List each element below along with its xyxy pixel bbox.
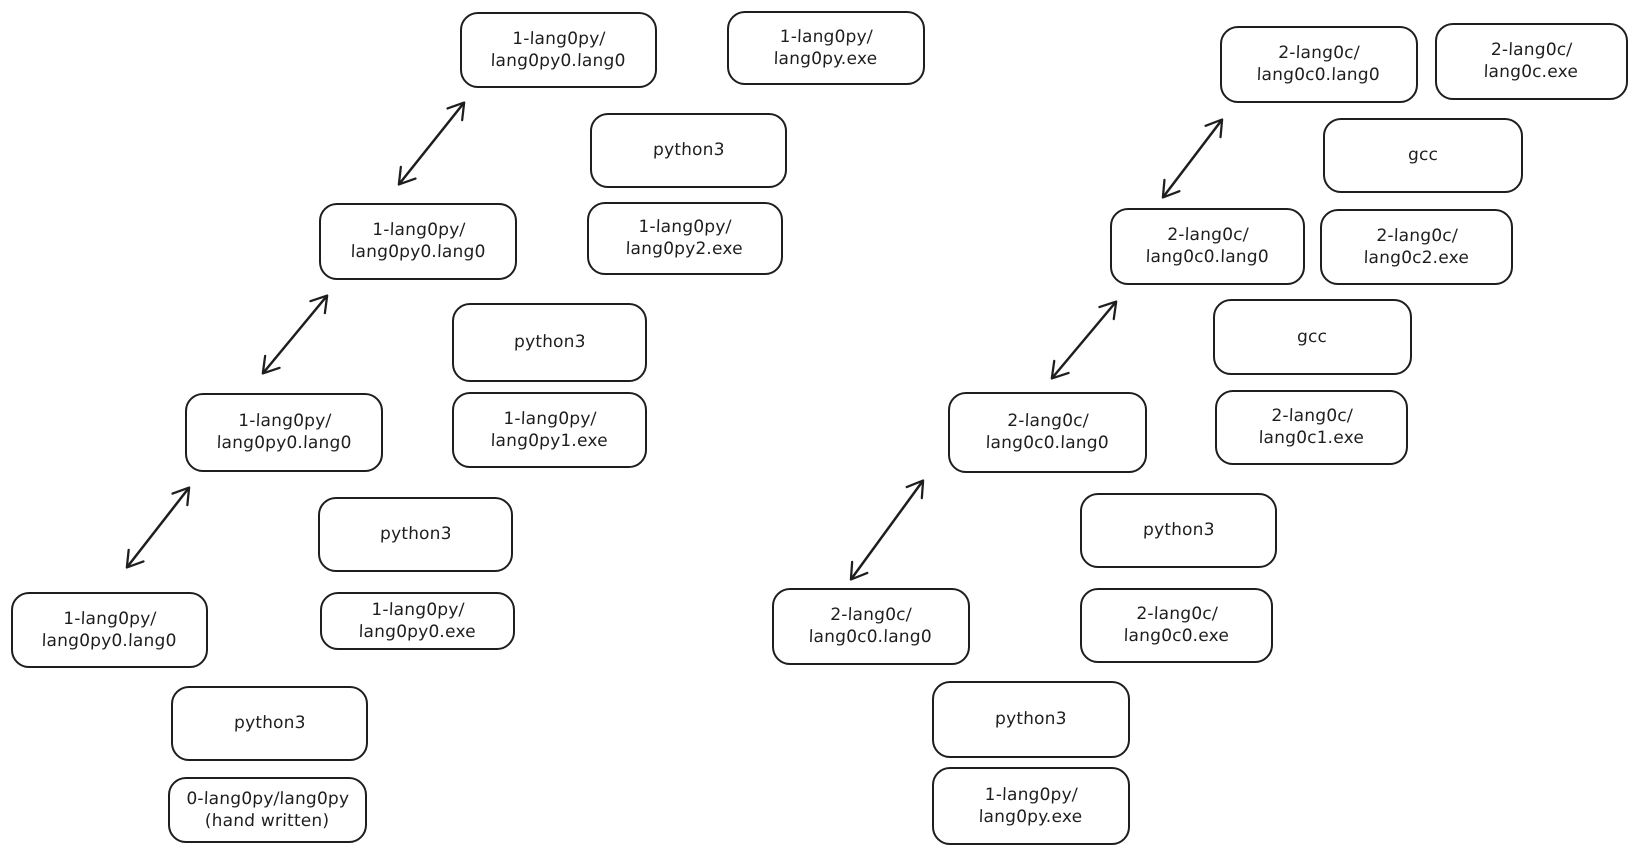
- node-label: 1-lang0py/ lang0py0.lang0: [349, 220, 486, 263]
- node-label: python3: [1142, 520, 1215, 541]
- node-label: 2-lang0c/ lang0c.exe: [1483, 40, 1579, 83]
- double-arrow-c-2-3: [1161, 118, 1224, 199]
- node-label: 2-lang0c/ lang0c0.lang0: [1256, 43, 1381, 86]
- node-c-tool-0: python3: [932, 681, 1130, 758]
- node-py-src-1: 1-lang0py/ lang0py0.lang0: [185, 393, 383, 472]
- node-c-exe-2: 2-lang0c/ lang0c2.exe: [1320, 209, 1513, 285]
- node-py-tool-3: python3: [590, 113, 787, 188]
- node-c-exe-final: 2-lang0c/ lang0c.exe: [1435, 23, 1628, 100]
- node-label: 2-lang0c/ lang0c0.lang0: [985, 411, 1110, 454]
- double-arrow-py-2-3: [397, 101, 466, 186]
- node-py-exe-final: 1-lang0py/ lang0py.exe: [727, 11, 925, 85]
- node-c-src-0: 2-lang0c/ lang0c0.lang0: [772, 588, 970, 665]
- node-label: 1-lang0py/ lang0py1.exe: [490, 408, 609, 451]
- node-label: 1-lang0py/ lang0py.exe: [773, 26, 878, 69]
- node-label: python3: [652, 140, 725, 161]
- node-c-src-3: 2-lang0c/ lang0c0.lang0: [1220, 26, 1418, 103]
- node-label: python3: [379, 524, 452, 545]
- node-c-src-1: 2-lang0c/ lang0c0.lang0: [948, 392, 1147, 473]
- node-label: gcc: [1297, 326, 1328, 347]
- node-py-src-2: 1-lang0py/ lang0py0.lang0: [319, 203, 517, 280]
- node-label: 2-lang0c/ lang0c2.exe: [1363, 225, 1470, 268]
- node-c-src-2: 2-lang0c/ lang0c0.lang0: [1110, 208, 1305, 285]
- node-label: python3: [233, 713, 306, 734]
- node-label: 2-lang0c/ lang0c0.lang0: [1145, 225, 1270, 268]
- node-label: python3: [513, 332, 586, 353]
- double-arrow-c-0-1: [849, 479, 925, 581]
- node-py-tool-1: python3: [318, 497, 513, 572]
- node-c-tool-1: python3: [1080, 493, 1277, 568]
- node-py-seed: 0-lang0py/lang0py (hand written): [168, 777, 367, 843]
- node-py-src-3: 1-lang0py/ lang0py0.lang0: [460, 12, 657, 88]
- node-py-tool-2: python3: [452, 303, 647, 382]
- node-c-exe-1: 2-lang0c/ lang0c1.exe: [1215, 390, 1408, 465]
- node-label: 2-lang0c/ lang0c1.exe: [1258, 406, 1365, 449]
- node-label: 2-lang0c/ lang0c0.lang0: [808, 605, 933, 648]
- node-c-bootstrap-exe: 1-lang0py/ lang0py.exe: [932, 767, 1130, 845]
- node-py-tool-0: python3: [171, 686, 368, 761]
- node-label: 1-lang0py/ lang0py0.lang0: [215, 411, 352, 454]
- double-arrow-c-1-2: [1050, 300, 1118, 380]
- node-py-src-0: 1-lang0py/ lang0py0.lang0: [11, 592, 208, 668]
- node-label: python3: [994, 709, 1068, 730]
- node-label: 1-lang0py/ lang0py0.lang0: [490, 28, 626, 71]
- node-c-tool-3: gcc: [1323, 118, 1523, 193]
- node-label: 2-lang0c/ lang0c0.exe: [1123, 604, 1230, 647]
- node-py-exe-1: 1-lang0py/ lang0py1.exe: [452, 392, 647, 468]
- node-c-exe-0: 2-lang0c/ lang0c0.exe: [1080, 588, 1273, 663]
- node-py-exe-0: 1-lang0py/ lang0py0.exe: [320, 592, 515, 650]
- node-label: 1-lang0py/ lang0py.exe: [978, 784, 1083, 827]
- node-c-tool-2: gcc: [1213, 299, 1412, 375]
- double-arrow-py-0-1: [125, 486, 191, 569]
- node-label: gcc: [1407, 145, 1439, 166]
- node-label: 1-lang0py/ lang0py0.exe: [358, 599, 477, 642]
- node-label: 0-lang0py/lang0py (hand written): [186, 788, 350, 831]
- node-py-exe-2: 1-lang0py/ lang0py2.exe: [587, 202, 783, 275]
- node-label: 1-lang0py/ lang0py0.lang0: [41, 608, 177, 651]
- double-arrow-py-1-2: [261, 294, 329, 375]
- node-label: 1-lang0py/ lang0py2.exe: [625, 217, 744, 260]
